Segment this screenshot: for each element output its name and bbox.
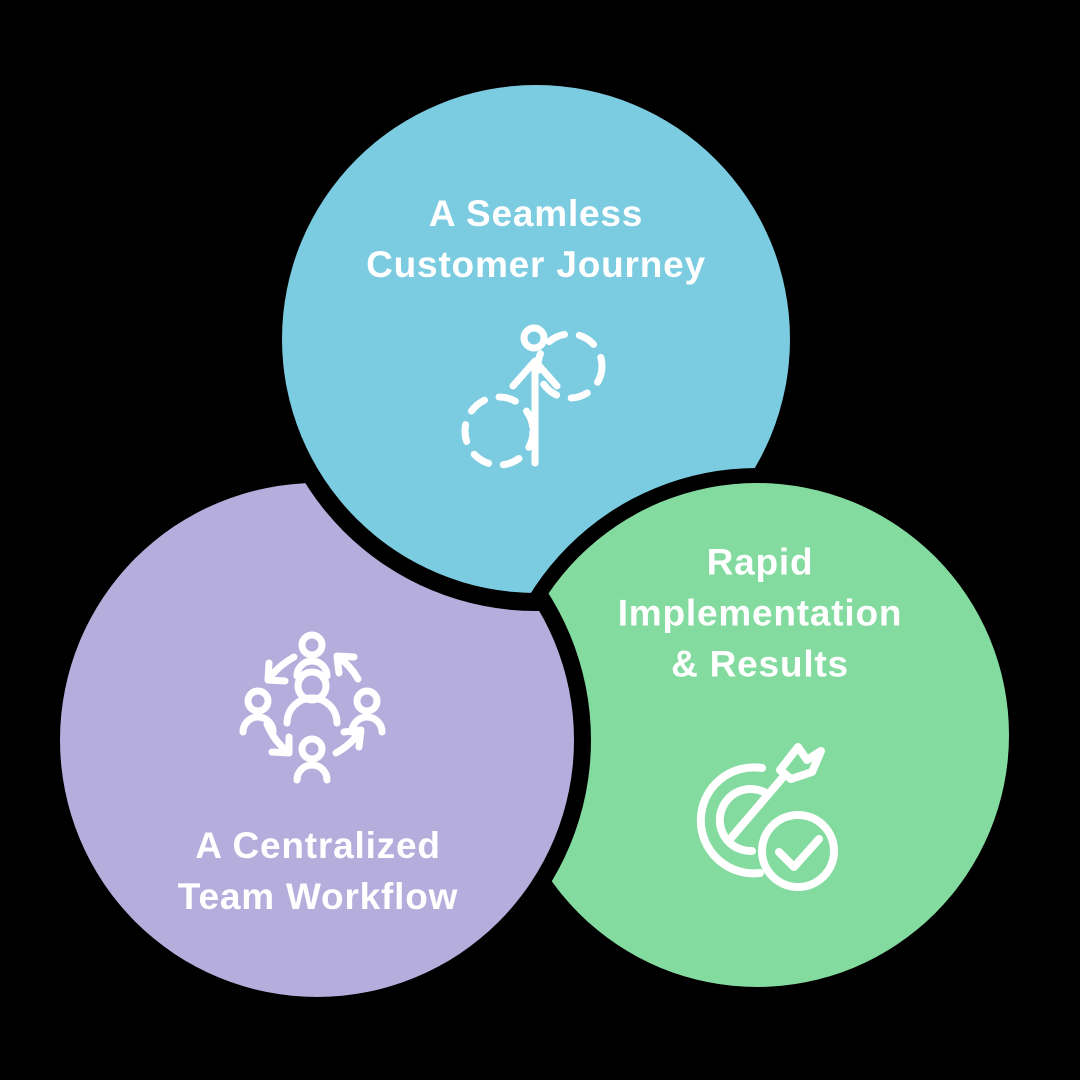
- journey-arrow-head: [509, 357, 561, 390]
- team-arrow-top-right-head: [333, 652, 358, 677]
- rapid-results-label-line1: Rapid: [706, 541, 814, 583]
- check-circle: [758, 811, 838, 891]
- team-workflow-label-line1: A Centralized: [195, 825, 441, 866]
- team-arrow-top-left-head: [264, 659, 289, 685]
- rapid-results-label: Rapid Implementation & Results: [618, 537, 903, 690]
- customer-journey-label-line1: A Seamless: [428, 193, 644, 234]
- team-center-body: [283, 694, 341, 727]
- dart-fletching: [776, 743, 825, 783]
- rapid-results-label-line3: & Results: [671, 643, 849, 685]
- target-outer-ring: [696, 763, 766, 878]
- team-top-head: [298, 631, 326, 659]
- team-left-head: [244, 687, 272, 715]
- team-bottom-body: [293, 761, 331, 784]
- team-top-body: [293, 657, 331, 680]
- customer-journey-circle: [282, 85, 790, 593]
- team-right-body: [348, 713, 386, 736]
- target-check-icon: [696, 743, 838, 891]
- customer-journey-arrow-icon: [461, 324, 606, 469]
- customer-journey-label: A Seamless Customer Journey: [366, 188, 706, 290]
- journey-head-circle: [520, 324, 548, 352]
- team-bottom-head: [298, 735, 326, 763]
- rapid-results-label-line2: Implementation: [617, 592, 903, 634]
- team-arrow-bottom-left-head: [268, 733, 293, 757]
- team-workflow-label: A Centralized Team Workflow: [178, 820, 458, 922]
- customer-journey-label-line2: Customer Journey: [366, 244, 706, 285]
- team-arrow-bottom-right-head: [340, 726, 365, 751]
- team-cycle-icon: [239, 631, 386, 784]
- target-inner-ring: [715, 785, 770, 856]
- team-right-head: [353, 687, 381, 715]
- check-mark: [775, 835, 823, 871]
- team-workflow-label-line2: Team Workflow: [177, 876, 459, 917]
- dart-shaft: [727, 772, 788, 842]
- rapid-results-circle: [505, 483, 1009, 987]
